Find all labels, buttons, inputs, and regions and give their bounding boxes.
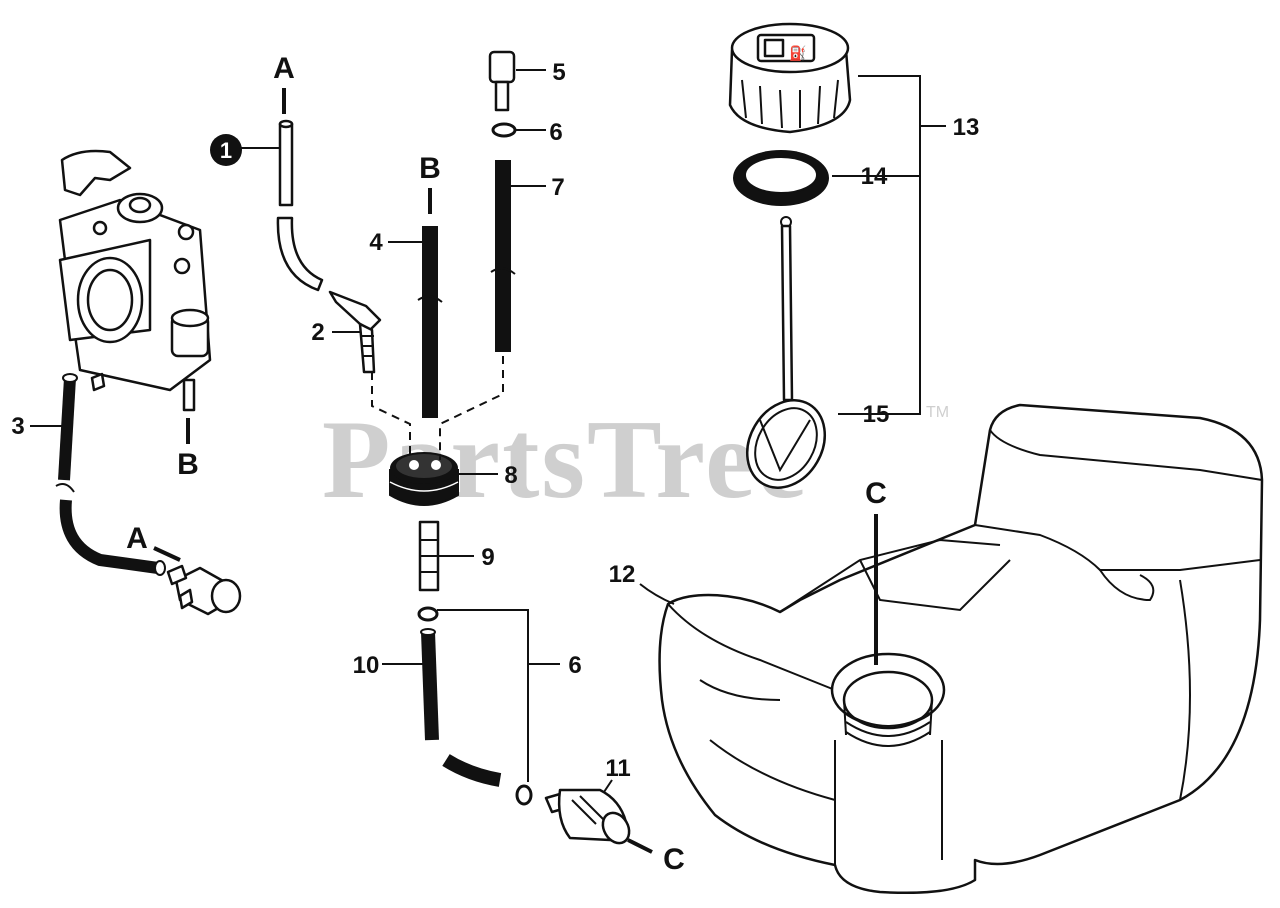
o-ring-top: [491, 122, 517, 138]
fuel-tube-7: [495, 160, 511, 352]
callout-10: 10: [353, 652, 380, 679]
ref-b-top: B: [419, 152, 441, 185]
pickup-fitting: [418, 520, 440, 592]
o-ring-middle: [417, 606, 439, 622]
tank-grommet: [389, 452, 459, 506]
callout-5: 5: [552, 59, 565, 86]
cap-tether: [746, 216, 826, 489]
ref-c-tank: C: [865, 477, 887, 510]
elbow-fitting: [328, 290, 382, 374]
callout-11: 11: [605, 755, 630, 782]
callout-1: 1: [220, 138, 232, 163]
route-dashed-7-8: [439, 356, 504, 460]
callout-12: 12: [609, 561, 636, 588]
callout-6-top: 6: [549, 119, 562, 146]
leader-lines: [30, 69, 946, 854]
callout-2: 2: [311, 319, 324, 346]
callout-9: 9: [481, 544, 494, 571]
carburetor: [58, 149, 212, 412]
callout-8: 8: [504, 462, 517, 489]
fuel-line-3: [55, 373, 166, 576]
primer-bulb: [166, 564, 242, 616]
ref-a-top: A: [273, 52, 295, 85]
route-dashed-2-8: [371, 372, 411, 460]
watermark-tm: TM: [926, 404, 949, 421]
fuel-line-1: [276, 119, 324, 292]
cap-fuel-glyph-icon: ⛽: [789, 45, 806, 62]
ref-a-bottom: A: [126, 522, 148, 555]
fuel-filter: [515, 784, 631, 845]
callout-7: 7: [551, 174, 564, 201]
callout-3: 3: [11, 413, 24, 440]
fuel-cap: ⛽: [728, 22, 852, 134]
callout-15: 15: [863, 401, 890, 428]
callout-6-bottom: 6: [568, 652, 581, 679]
vent-valve: [488, 50, 516, 112]
fuel-tank: [658, 403, 1264, 895]
callout-1-badge: [210, 134, 242, 166]
ref-c-filter: C: [663, 843, 685, 876]
cap-gasket: [733, 150, 829, 206]
callout-13: 13: [953, 114, 980, 141]
callout-4: 4: [369, 229, 383, 256]
callout-14: 14: [861, 163, 888, 190]
fuel-tube-4: [422, 226, 438, 418]
fuel-line-10: [420, 628, 502, 787]
ref-b-bottom: B: [177, 448, 199, 481]
